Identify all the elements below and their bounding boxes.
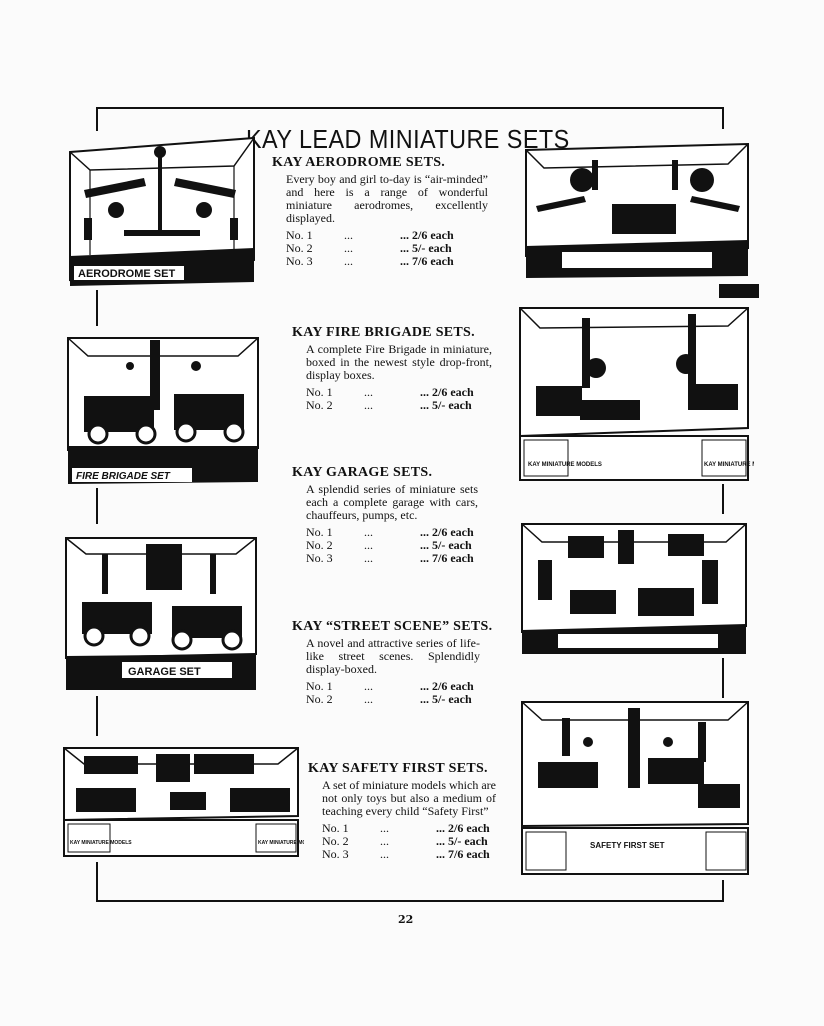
aerodrome-section: KAY AERODROME SETS. Every boy and girl t… <box>272 156 488 268</box>
fire-brigade-price-row: No. 2... ... 5/- each <box>306 399 492 412</box>
street-kay-label-left: KAY MINIATURE MODELS <box>70 840 132 846</box>
price-no: No. 3 <box>286 254 313 268</box>
safety-first-description: A set of miniature models which are not … <box>322 778 496 818</box>
frame-left-4 <box>96 862 98 902</box>
safety-first-price-row: No. 3... ... 7/6 each <box>322 848 496 861</box>
street-scene-description: A novel and attractive series of life-li… <box>306 636 480 676</box>
price-no: No. 3 <box>322 847 349 861</box>
street-scene-price-row: No. 2... ... 5/- each <box>306 693 480 706</box>
price-value: ... 7/6 each <box>436 847 490 861</box>
price-no: No. 2 <box>286 241 313 255</box>
price-dots: ... <box>364 538 373 552</box>
price-value: ... 5/- each <box>420 398 472 412</box>
garage-price-row: No. 1... ... 2/6 each <box>306 526 478 539</box>
price-value: ... 5/- each <box>420 538 472 552</box>
corner-badge <box>719 284 759 298</box>
fire-brigade-set-illustration: FIRE BRIGADE SET <box>64 330 262 486</box>
price-no: No. 1 <box>306 385 333 399</box>
street-scene-heading: KAY “STREET SCENE” SETS. <box>292 619 493 634</box>
price-value: ... 2/6 each <box>420 679 474 693</box>
fire-brigade-price-row: No. 1... ... 2/6 each <box>306 386 492 399</box>
fire-brigade-set-illustration-2: KAY MINIATURE MODELS KAY MINIATURE MODEL… <box>516 304 754 484</box>
price-dots: ... <box>380 847 389 861</box>
price-value: ... 2/6 each <box>420 525 474 539</box>
price-no: No. 2 <box>306 398 333 412</box>
fire-brigade-heading: KAY FIRE BRIGADE SETS. <box>292 325 475 340</box>
price-dots: ... <box>344 241 353 255</box>
price-dots: ... <box>364 551 373 565</box>
frame-right-top <box>722 107 724 129</box>
fire-brigade-description: A complete Fire Brigade in miniature, bo… <box>306 342 492 382</box>
price-value: ... 2/6 each <box>420 385 474 399</box>
price-dots: ... <box>364 385 373 399</box>
price-value: ... 5/- each <box>420 692 472 706</box>
price-no: No. 2 <box>306 692 333 706</box>
price-no: No. 2 <box>306 538 333 552</box>
street-scene-section: KAY “STREET SCENE” SETS. A novel and att… <box>292 619 493 706</box>
street-kay-label-right: KAY MINIATURE MODELS <box>258 840 304 846</box>
kay-models-label-right: KAY MINIATURE MODELS <box>704 462 754 468</box>
safety-first-price-row: No. 1... ... 2/6 each <box>322 822 496 835</box>
garage-section: KAY GARAGE SETS. A splendid series of mi… <box>292 466 478 565</box>
price-no: No. 1 <box>322 821 349 835</box>
street-scene-set-illustration: KAY MINIATURE MODELS KAY MINIATURE MODEL… <box>60 744 304 860</box>
safety-box-label: SAFETY FIRST SET <box>590 841 665 850</box>
fire-brigade-box-label: FIRE BRIGADE SET <box>76 471 171 482</box>
price-dots: ... <box>344 228 353 242</box>
aerodrome-box-label: AERODROME SET <box>78 268 175 280</box>
price-no: No. 2 <box>322 834 349 848</box>
frame-bottom <box>96 900 724 902</box>
aerodrome-set-illustration: AERODROME SET <box>64 130 260 290</box>
price-no: No. 3 <box>306 551 333 565</box>
safety-first-price-row: No. 2... ... 5/- each <box>322 835 496 848</box>
frame-left-top <box>96 107 98 131</box>
garage-price-row: No. 2... ... 5/- each <box>306 539 478 552</box>
page-number: 22 <box>398 913 414 926</box>
aerodrome-description: Every boy and girl to-day is “air-minded… <box>286 172 488 225</box>
street-scene-price-row: No. 1... ... 2/6 each <box>306 680 480 693</box>
page-title: KAY LEAD MINIATURE SETS <box>246 124 570 154</box>
safety-first-section: KAY SAFETY FIRST SETS. A set of miniatur… <box>308 762 496 861</box>
frame-left-2 <box>96 488 98 524</box>
safety-first-heading: KAY SAFETY FIRST SETS. <box>308 761 488 776</box>
garage-heading: KAY GARAGE SETS. <box>292 465 433 480</box>
frame-left-1 <box>96 290 98 326</box>
garage-box-label: GARAGE SET <box>128 666 201 678</box>
price-dots: ... <box>364 692 373 706</box>
price-no: No. 1 <box>286 228 313 242</box>
price-dots: ... <box>364 525 373 539</box>
aerodrome-price-row: No. 3... ... 7/6 each <box>286 255 488 268</box>
aerodrome-price-row: No. 2... ... 5/- each <box>286 242 488 255</box>
price-dots: ... <box>380 821 389 835</box>
price-no: No. 1 <box>306 525 333 539</box>
price-dots: ... <box>380 834 389 848</box>
frame-right-3 <box>722 880 724 902</box>
frame-right-2 <box>722 658 724 698</box>
frame-right-1 <box>722 484 724 514</box>
frame-top-left <box>96 107 724 109</box>
price-dots: ... <box>344 254 353 268</box>
garage-description: A splendid series of miniature sets each… <box>306 482 478 522</box>
fire-brigade-section: KAY FIRE BRIGADE SETS. A complete Fire B… <box>292 326 492 412</box>
aerodrome-price-row: No. 1... ... 2/6 each <box>286 229 488 242</box>
price-value: ... 7/6 each <box>420 551 474 565</box>
garage-set-illustration-2 <box>518 520 750 660</box>
safety-first-set-illustration: SAFETY FIRST SET <box>518 698 754 878</box>
frame-left-3 <box>96 696 98 736</box>
price-value: ... 2/6 each <box>436 821 490 835</box>
price-no: No. 1 <box>306 679 333 693</box>
aerodrome-heading: KAY AERODROME SETS. <box>272 155 446 170</box>
garage-set-illustration: GARAGE SET <box>62 534 260 694</box>
garage-price-row: No. 3... ... 7/6 each <box>306 552 478 565</box>
price-dots: ... <box>364 679 373 693</box>
price-value: ... 5/- each <box>436 834 488 848</box>
price-value: ... 7/6 each <box>400 254 454 268</box>
price-value: ... 5/- each <box>400 241 452 255</box>
kay-models-label-left: KAY MINIATURE MODELS <box>528 462 602 468</box>
price-value: ... 2/6 each <box>400 228 454 242</box>
aerodrome-set-illustration-2 <box>522 140 754 280</box>
price-dots: ... <box>364 398 373 412</box>
